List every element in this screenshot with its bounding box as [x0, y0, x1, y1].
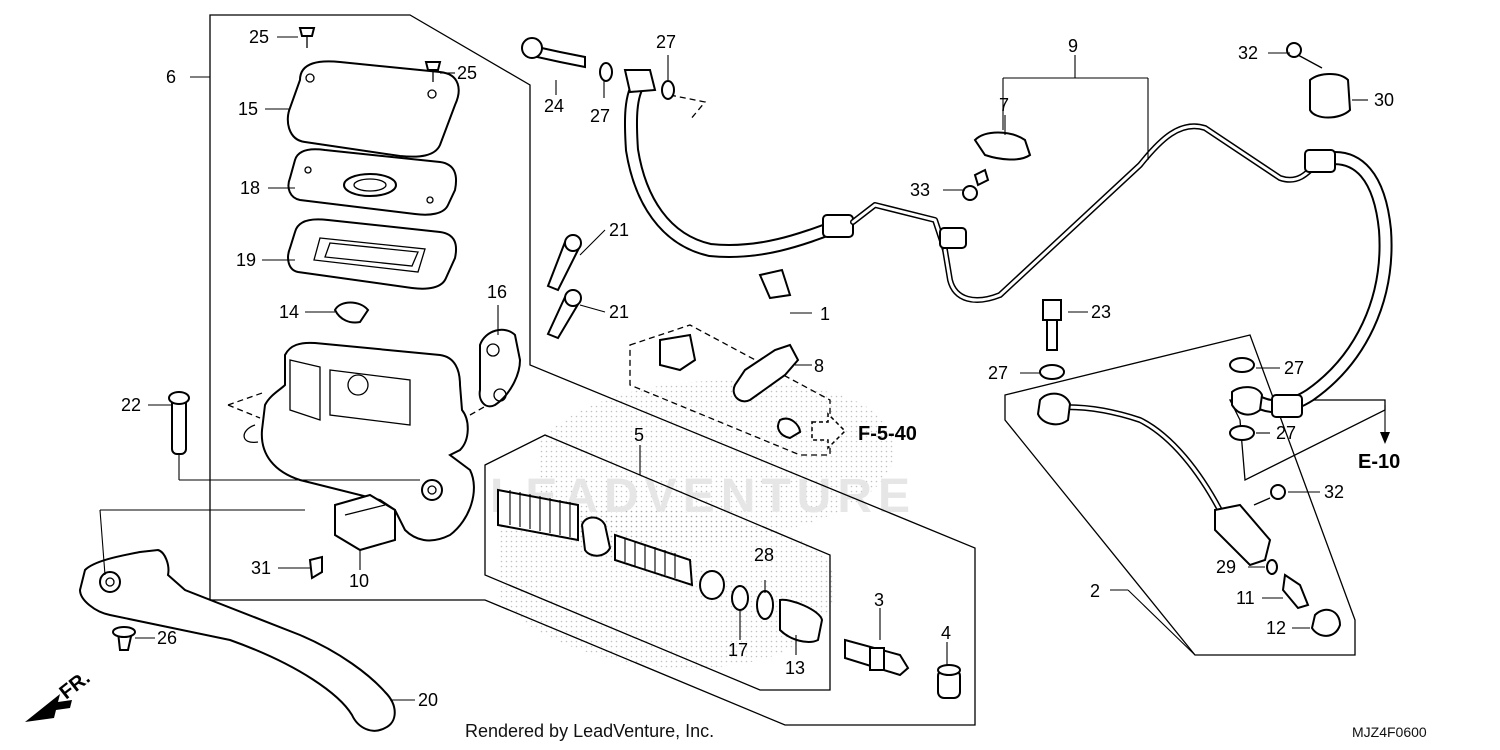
callout-25-left: 25 [249, 27, 269, 47]
bleeder-parts [1281, 573, 1342, 637]
callout-11: 11 [1236, 588, 1255, 608]
push-rod [844, 638, 910, 677]
callout-32-lower: 32 [1324, 482, 1344, 502]
callout-13: 13 [785, 658, 805, 678]
fasteners [112, 27, 1323, 651]
pivot-bolt [168, 391, 190, 455]
reservoir-plate [287, 148, 458, 216]
callout-9: 9 [1068, 36, 1078, 56]
master-cylinder-body [243, 341, 475, 542]
callout-19: 19 [236, 250, 256, 270]
callout-labels: 1 2 3 4 5 6 7 8 9 10 11 12 13 14 15 16 1… [121, 27, 1394, 710]
callout-20: 20 [418, 690, 438, 710]
slave-cylinder-pipe [1036, 392, 1272, 567]
callout-21-upper: 21 [609, 220, 629, 240]
reservoir-cap [286, 60, 460, 158]
callout-23: 23 [1091, 302, 1111, 322]
callout-15: 15 [238, 99, 258, 119]
callout-29: 29 [1216, 557, 1236, 577]
callout-33: 33 [910, 180, 930, 200]
callout-8: 8 [814, 356, 824, 376]
reservoir-float [333, 301, 370, 324]
washers [599, 62, 1278, 575]
reservoir-diaphragm [287, 218, 458, 290]
drawing-code: MJZ4F0600 [1352, 724, 1427, 740]
callout-22: 22 [121, 395, 141, 415]
ref-f540: F-5-40 [858, 423, 917, 445]
callout-27-washer: 27 [590, 106, 610, 126]
callout-28: 28 [754, 545, 774, 565]
clutch-pipe [939, 123, 1323, 303]
group-outlines [209, 14, 1386, 726]
callout-1: 1 [820, 304, 830, 324]
callout-12: 12 [1266, 618, 1286, 638]
front-direction-arrow [25, 694, 72, 722]
callout-27-lower-right: 27 [1276, 423, 1296, 443]
callout-18: 18 [240, 178, 260, 198]
master-cylinder-piston-set [497, 488, 824, 643]
callout-2: 2 [1090, 581, 1100, 601]
rendered-by-credit: Rendered by LeadVenture, Inc. [465, 721, 714, 741]
pipe-clamps [659, 73, 1352, 403]
clutch-switch [334, 493, 396, 552]
callout-32-top: 32 [1238, 43, 1258, 63]
clutch-hose-lower [1231, 149, 1393, 418]
leader-lines [99, 36, 1386, 701]
callout-5: 5 [634, 425, 644, 445]
callout-17: 17 [728, 640, 748, 660]
callout-10: 10 [349, 571, 369, 591]
push-rod-boot [937, 664, 961, 699]
callout-25-right: 25 [457, 63, 477, 83]
callout-31: 31 [251, 558, 271, 578]
clutch-lever [78, 548, 396, 732]
callout-7: 7 [999, 95, 1009, 115]
ref-e10: E-10 [1358, 451, 1400, 473]
ref-arrow-e10 [1380, 432, 1390, 444]
master-cylinder-holder [478, 328, 522, 408]
callout-16: 16 [487, 282, 507, 302]
callout-27-pipe: 27 [988, 363, 1008, 383]
clutch-hose-upper [623, 69, 948, 258]
front-direction-label: FR. [56, 667, 95, 704]
callout-4: 4 [941, 623, 951, 643]
callout-3: 3 [874, 590, 884, 610]
ref-arrow-f540 [811, 412, 847, 450]
callout-14: 14 [279, 302, 299, 322]
callout-27-top: 27 [656, 32, 676, 52]
callout-24: 24 [544, 96, 564, 116]
callout-30: 30 [1374, 90, 1394, 110]
callout-6: 6 [166, 67, 176, 87]
callout-27-upper-right: 27 [1284, 358, 1304, 378]
callout-21-lower: 21 [609, 302, 629, 322]
callout-26: 26 [157, 628, 177, 648]
